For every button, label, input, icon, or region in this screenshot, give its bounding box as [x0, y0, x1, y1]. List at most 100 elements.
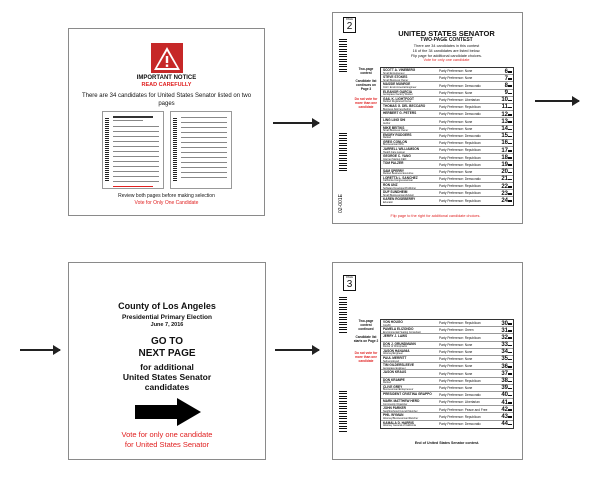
candidate-name: PAMELA ELIZONDO — [383, 327, 414, 332]
ballot-page-2: PAGE 2 02-001E UNITED STATES SENATOR TWO… — [332, 12, 523, 224]
candidate-number: 30 — [501, 320, 508, 327]
party-preference: Party Preference: None — [439, 119, 473, 124]
candidate-occupation: California Congresswoman — [383, 179, 414, 183]
candidate-name: JERRY J. LAWS — [383, 334, 408, 339]
candidate-number: 8 — [504, 82, 508, 89]
party-preference: Party Preference: Democratic — [439, 393, 481, 398]
party-preference: Party Preference: None — [439, 69, 473, 74]
vote-target-mark — [508, 423, 512, 426]
party-preference: Party Preference: None — [439, 342, 473, 347]
end-of-contest: End of United States Senator contest. — [414, 441, 480, 445]
candidate-name: RON UNZ — [383, 183, 398, 187]
candidate-occupation: Small Businessman/Advisor — [383, 193, 414, 197]
contest-info: There are 34 candidates in this contest … — [411, 44, 482, 63]
vote-target-mark — [508, 330, 512, 332]
candidate-name: PHIL WYMAN — [383, 413, 404, 418]
candidate-number: 33 — [501, 342, 508, 349]
candidate-occupation: Attorney General of California — [383, 424, 416, 428]
vote-target-mark — [508, 92, 512, 95]
candidate-name: DON KRAMPE — [383, 377, 405, 382]
party-preference: Party Preference: None — [439, 76, 473, 81]
vote-instruction: Vote for Only One Candidate — [134, 200, 199, 206]
candidate-name: EMORY RODGERS — [383, 132, 412, 137]
candidate-number: 16 — [501, 140, 508, 147]
vote-target-mark — [508, 337, 512, 339]
vote-target-mark — [508, 135, 512, 138]
candidate-name: JOHN PARKER — [383, 406, 406, 411]
party-preference: Party Preference: None — [439, 350, 473, 355]
party-preference: Party Preference: None — [439, 126, 473, 131]
candidate-row: HERBERT G. PETERS Party Preference: Democ… — [381, 111, 513, 119]
vote-target-mark — [508, 128, 512, 130]
party-preference: Party Preference: None — [439, 169, 473, 174]
party-preference: Party Preference: None — [439, 385, 473, 390]
candidate-name: CLIVE GREY — [383, 384, 403, 389]
ballot-thumbnail-page-3 — [170, 111, 232, 189]
vote-target-mark — [508, 200, 512, 202]
flow-arrow — [275, 345, 320, 355]
party-preference: Party Preference: Democratic — [439, 112, 481, 117]
barcode — [339, 133, 347, 173]
barcode — [339, 39, 347, 73]
candidate-number: 13 — [501, 118, 508, 125]
candidate-number: 24 — [501, 197, 508, 204]
candidate-occupation: Cop/Dr — [383, 323, 391, 327]
candidate-occupation: Civil / Environmental Engineer — [383, 85, 417, 89]
side-note: Two-page contest — [358, 67, 374, 75]
candidate-name: GREG CONLON — [383, 139, 408, 144]
party-preference: Party Preference: Libertarian — [439, 98, 480, 103]
vote-target-mark — [508, 351, 512, 354]
candidate-occupation: Retired Business Executive — [383, 172, 414, 176]
vote-target-mark — [508, 142, 512, 145]
right-arrow-icon — [135, 398, 201, 426]
candidate-number: 36 — [501, 363, 508, 370]
notice-title: IMPORTANT NOTICE — [136, 75, 197, 81]
candidate-occupation: Attorney/Engineer — [383, 352, 404, 356]
vote-target-mark — [508, 416, 512, 418]
vote-instruction: Vote for only one candidate for United S… — [121, 430, 213, 449]
party-preference: Party Preference: None — [439, 364, 473, 369]
candidate-name: HERBERT G. PETERS — [383, 111, 417, 116]
candidate-name: JASON HANANIA — [383, 348, 410, 353]
candidate-name: PAUL MERRITT — [383, 355, 407, 360]
party-preference: Party Preference: Democratic — [439, 133, 481, 138]
barcode — [339, 391, 347, 433]
vote-target-mark — [508, 193, 512, 195]
candidate-number: 20 — [501, 169, 508, 176]
candidate-number: 6 — [504, 68, 508, 75]
flow-arrow — [273, 118, 320, 128]
candidate-occupation: Neighborhood Council Member — [383, 409, 418, 413]
candidate-name: SCOTT A. VINEBERG — [383, 68, 416, 72]
candidate-occupation: Educator — [383, 200, 394, 204]
candidate-number: 21 — [501, 176, 508, 183]
candidate-name: MASSIE MUNROE — [383, 82, 411, 87]
vote-target-mark — [508, 366, 512, 368]
candidate-occupation: Software Developer/Publisher — [383, 186, 417, 190]
candidate-occupation: Businessman/Entrepreneur — [383, 388, 414, 392]
candidate-occupation: Aerospace Engineer — [383, 366, 406, 370]
election-name: Presidential Primary Election — [122, 314, 212, 321]
candidate-number: 23 — [501, 190, 508, 197]
vote-target-mark — [508, 394, 512, 397]
candidate-number: 22 — [501, 183, 508, 190]
side-note: Do not vote for more than one candidate — [354, 351, 378, 363]
party-preference: Party Preference: Republican — [439, 155, 481, 160]
page-number-box: PAGE 2 — [343, 17, 356, 33]
party-preference: Party Preference: Republican — [439, 321, 481, 326]
party-preference: Party Preference: Republican — [439, 105, 481, 110]
